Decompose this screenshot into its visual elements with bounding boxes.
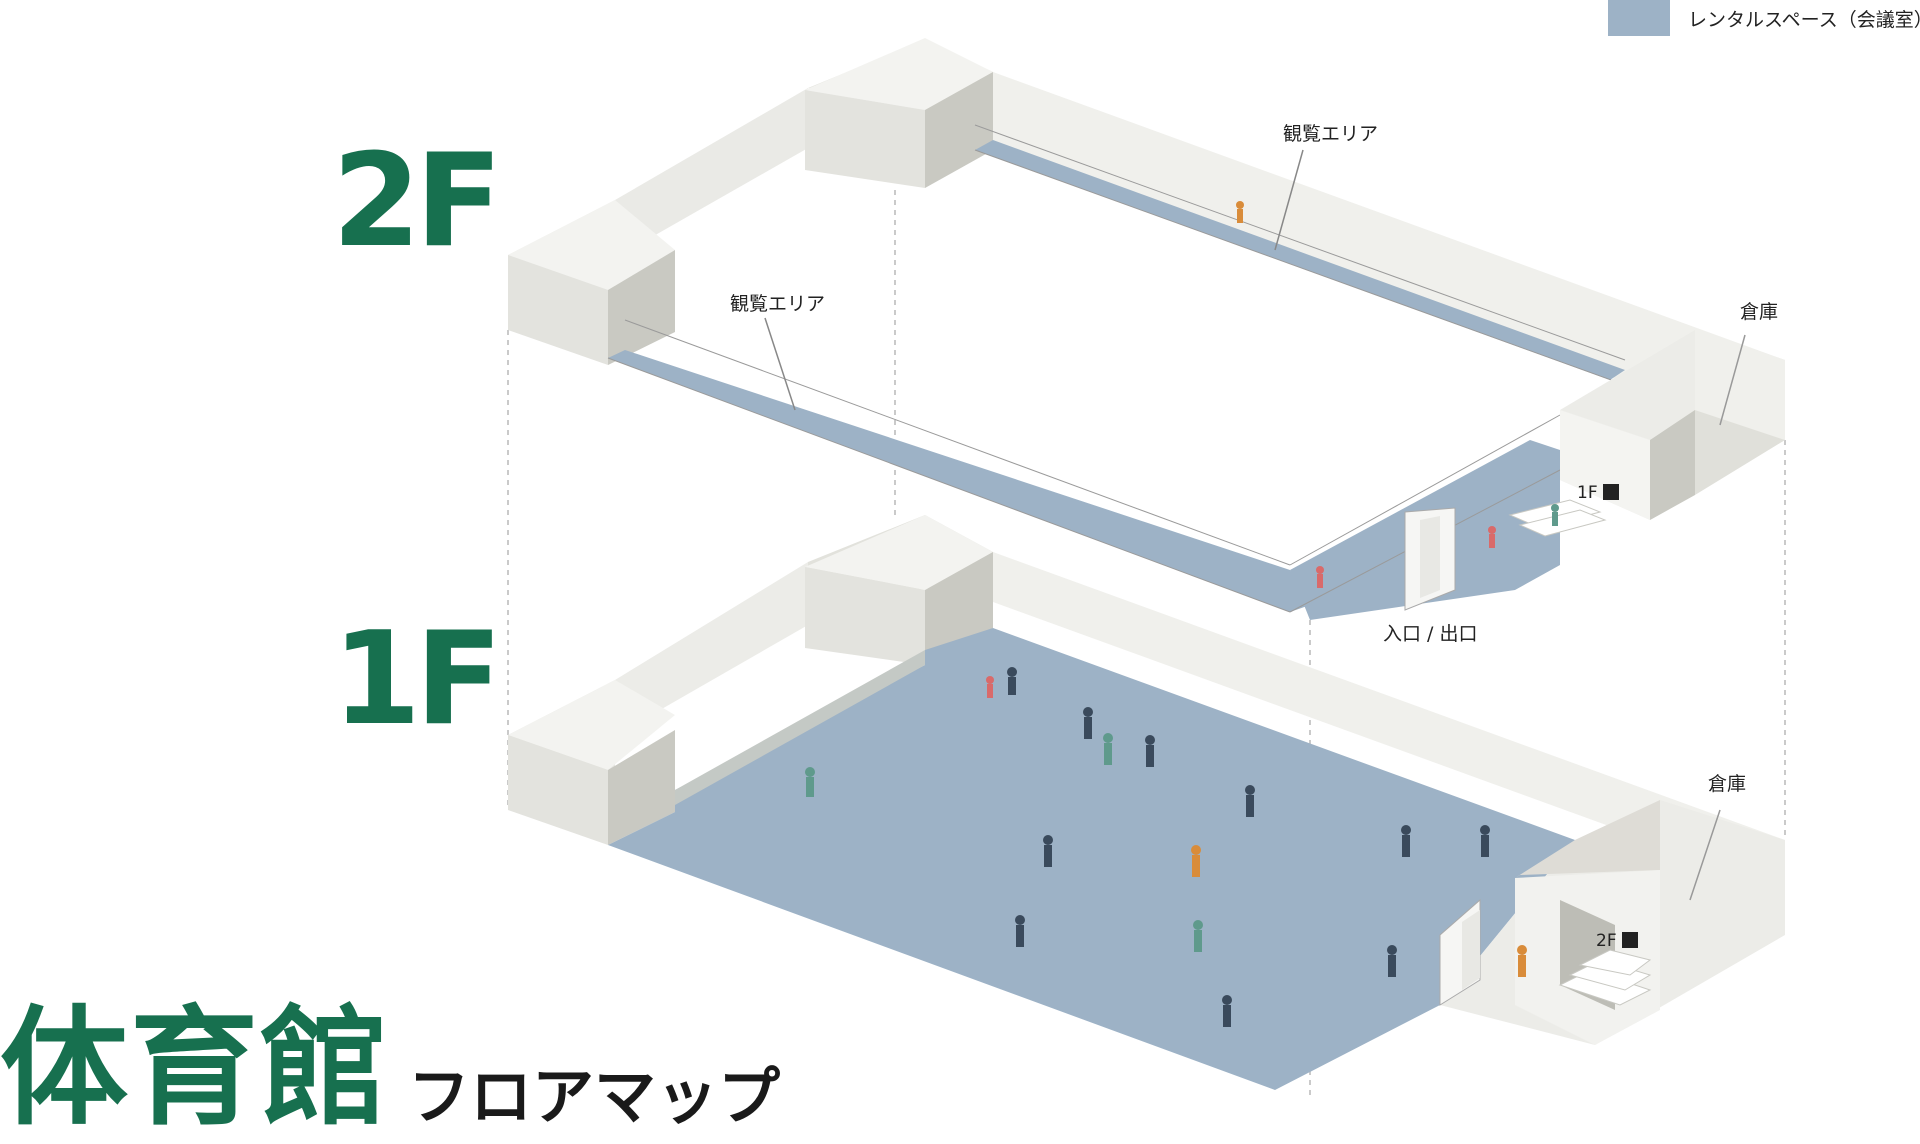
page-subtitle: フロアマップ [408, 1060, 781, 1133]
floor-1f-surface [608, 628, 1575, 1090]
floor-2f [508, 38, 1785, 620]
storage-1f-label: 倉庫 [1708, 773, 1746, 795]
viewing-area-label-right: 観覧エリア [1283, 123, 1378, 145]
people [805, 201, 1559, 1027]
legend-swatch [1608, 0, 1670, 36]
stairs-icon [1603, 484, 1619, 500]
legend-label: レンタルスペース（会議室） [1688, 8, 1920, 31]
viewing-area-label-left: 観覧エリア [730, 293, 825, 315]
storage-2f-label: 倉庫 [1740, 301, 1778, 323]
stairs-to-1f-label: 1F [1577, 483, 1598, 503]
page-title: 体育館 [0, 994, 391, 1143]
stairs-to-2f-label: 2F [1596, 931, 1617, 951]
railing-right [974, 124, 1626, 386]
railing-left [607, 319, 1291, 613]
entrance-exit-label: 入口 / 出口 [1383, 623, 1477, 645]
balcony-right [975, 140, 1625, 380]
legend: レンタルスペース（会議室） [1608, 0, 1920, 36]
balcony-left [608, 350, 1310, 612]
floor-1f [508, 515, 1785, 1090]
floor-label-2f: 2F [332, 127, 502, 276]
stairs-icon [1622, 932, 1638, 948]
floor-label-1f: 1F [332, 605, 502, 754]
